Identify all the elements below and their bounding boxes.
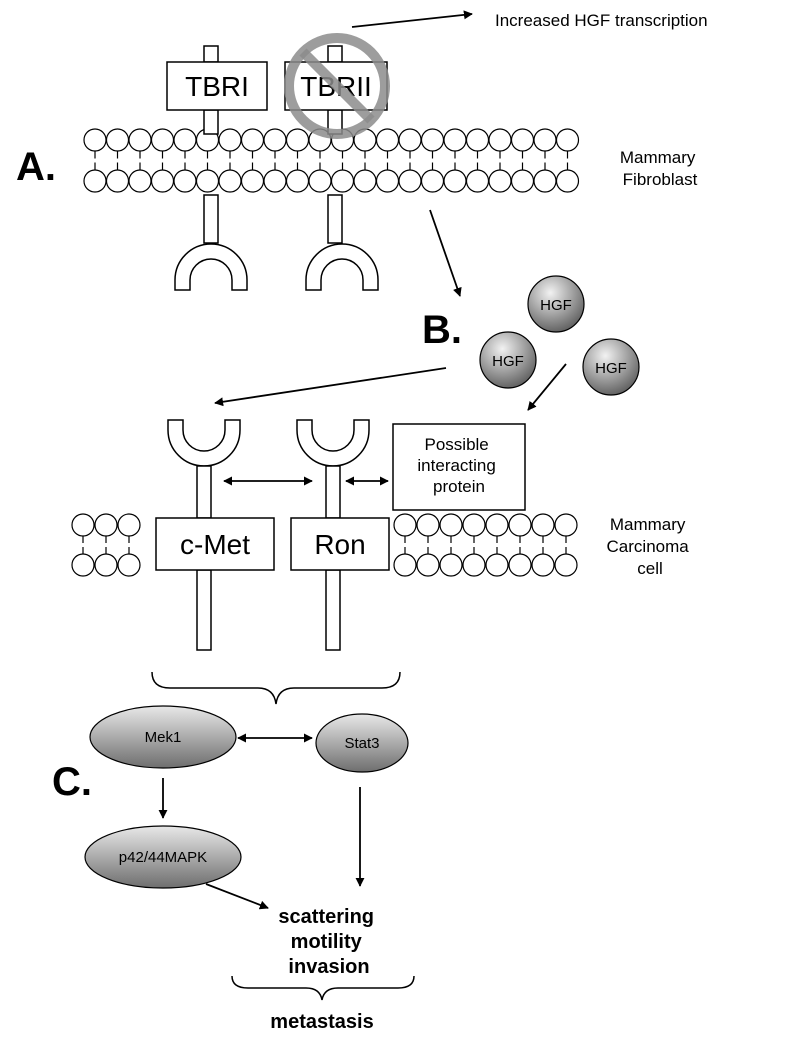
node-mek1: Mek1 (89, 705, 237, 769)
mek1-label: Mek1 (145, 729, 182, 746)
node-stat3: Stat3 (315, 713, 409, 773)
section-label-c: C. (52, 760, 92, 804)
secretion-arrow (429, 209, 462, 297)
hgf-ligand-2: HGF (479, 331, 537, 389)
hgf-label-2: HGF (492, 353, 524, 370)
transcription-arrow (351, 10, 473, 28)
receptor-tbri: TBRI (166, 45, 268, 291)
hgf-label-1: HGF (540, 297, 572, 314)
receptor-brace (151, 671, 401, 705)
ron-label: Ron (314, 529, 365, 560)
carcinoma-label: Mammary Carcinoma cell (607, 515, 694, 578)
fibroblast-membrane (83, 128, 580, 193)
no-symbol-icon (284, 33, 390, 139)
outcome-list: scattering motility invasion (278, 906, 379, 978)
hgf-ligand-1: HGF (527, 275, 585, 333)
transcription-label: Increased HGF transcription (495, 11, 708, 30)
section-label-b: B. (422, 308, 462, 352)
tbri-label: TBRI (185, 71, 249, 102)
cmet-label: c-Met (180, 529, 250, 560)
mapk-to-outcome-arrow (205, 883, 269, 910)
mapk-label: p42/44MAPK (119, 849, 207, 866)
svg-text:Possible interacting: Possible interacting protein (417, 435, 500, 496)
fibroblast-label: Mammary Fibroblast (620, 148, 700, 189)
hgf-label-3: HGF (595, 360, 627, 377)
receptor-ron: Ron (290, 419, 390, 651)
hgf-ligand-3: HGF (582, 338, 640, 396)
node-p42-44mapk: p42/44MAPK (84, 825, 242, 889)
interacting-protein-box: Possible interacting protein (392, 423, 526, 511)
outcome-brace (231, 975, 415, 1001)
receptor-cmet: c-Met (155, 419, 275, 651)
metastasis-label: metastasis (270, 1011, 373, 1033)
hgf-to-cmet-arrow (214, 367, 447, 407)
stat3-label: Stat3 (344, 735, 379, 752)
hgf-to-partner-arrow (527, 363, 567, 411)
carcinoma-membrane (71, 513, 578, 577)
section-label-a: A. (16, 145, 56, 189)
